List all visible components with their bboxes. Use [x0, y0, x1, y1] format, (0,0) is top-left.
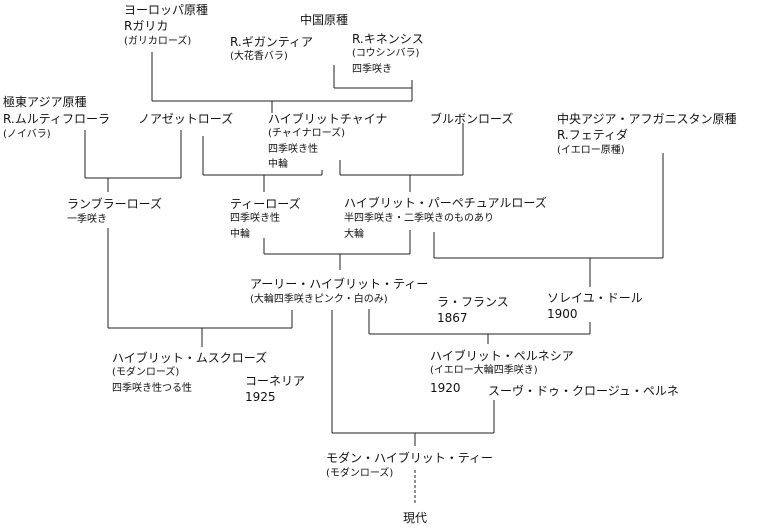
- musk-sub: (モダンローズ): [112, 367, 180, 378]
- perpetual-note1: 半四季咲き・二季咲きのものあり: [344, 213, 494, 224]
- pernetiana-year: 1920: [430, 381, 461, 395]
- hybrid-china-note1: 四季咲き性: [268, 144, 318, 155]
- multiflora-name: R.ムルティフローラ: [3, 112, 111, 126]
- bourbon-name: ブルボンローズ: [430, 112, 514, 126]
- la-france-year: 1867: [437, 311, 468, 325]
- central-asia-title: 中央アジア・アフガニスタン原種: [557, 112, 737, 126]
- fetida-sub: (イエロー原種): [557, 145, 625, 156]
- la-france-name: ラ・フランス: [437, 295, 509, 309]
- noisette-name: ノアゼットローズ: [138, 112, 234, 126]
- gallica-sub: (ガリカローズ): [124, 36, 192, 47]
- fetida-name: R.フェティダ: [557, 128, 629, 142]
- modern-ht-name: モダン・ハイブリット・ティー: [326, 451, 494, 465]
- early-ht-sub: (大輪四季咲きピンク・白のみ): [250, 294, 388, 305]
- rambler-sub: 一季咲き: [67, 214, 107, 225]
- hybrid-china-sub: (チャイナローズ): [268, 128, 346, 139]
- soleil-name: ソレイユ・ドール: [547, 291, 643, 305]
- tea-name: ティーローズ: [230, 197, 301, 211]
- present-label: 現代: [403, 511, 428, 525]
- gallica-name: Rガリカ: [124, 19, 169, 33]
- hybrid-china-name: ハイブリットチャイナ: [268, 112, 388, 126]
- souvenir-name: スーヴ・ドゥ・クロージュ・ペルネ: [488, 384, 679, 398]
- cornelia-year: 1925: [245, 390, 276, 404]
- tea-note2: 中輪: [230, 229, 250, 240]
- multiflora-sub: (ノイバラ): [3, 129, 51, 140]
- gigantea-name: R.ギガンティア: [230, 35, 314, 49]
- chinensis-sub: (コウシンバラ): [352, 48, 420, 59]
- chinensis-note: 四季咲き: [352, 64, 392, 75]
- soleil-year: 1900: [547, 307, 578, 321]
- modern-ht-sub: (モダンローズ): [326, 468, 394, 479]
- europe-title: ヨーロッパ原種: [124, 3, 209, 17]
- pernetiana-sub: (イエロー大輪四季咲き): [430, 365, 538, 376]
- tea-note1: 四季咲き性: [230, 213, 280, 224]
- chinensis-name: R.キネンシス: [352, 32, 424, 46]
- gigantea-sub: (大花香バラ): [230, 51, 288, 62]
- hybrid-china-note2: 中輪: [268, 159, 288, 170]
- rambler-name: ランブラーローズ: [67, 197, 163, 211]
- musk-note: 四季咲き性つる性: [112, 383, 192, 394]
- fareast-title: 極東アジア原種: [3, 95, 87, 109]
- china-title: 中国原種: [300, 13, 349, 27]
- cornelia-name: コーネリア: [245, 374, 306, 388]
- pernetiana-name: ハイブリット・ペルネシア: [430, 349, 574, 363]
- perpetual-name: ハイブリット・パーペチュアルローズ: [344, 196, 547, 210]
- perpetual-note2: 大輪: [344, 229, 364, 240]
- early-ht-name: アーリー・ハイブリット・ティー: [250, 277, 429, 291]
- musk-name: ハイブリット・ムスクローズ: [112, 351, 268, 365]
